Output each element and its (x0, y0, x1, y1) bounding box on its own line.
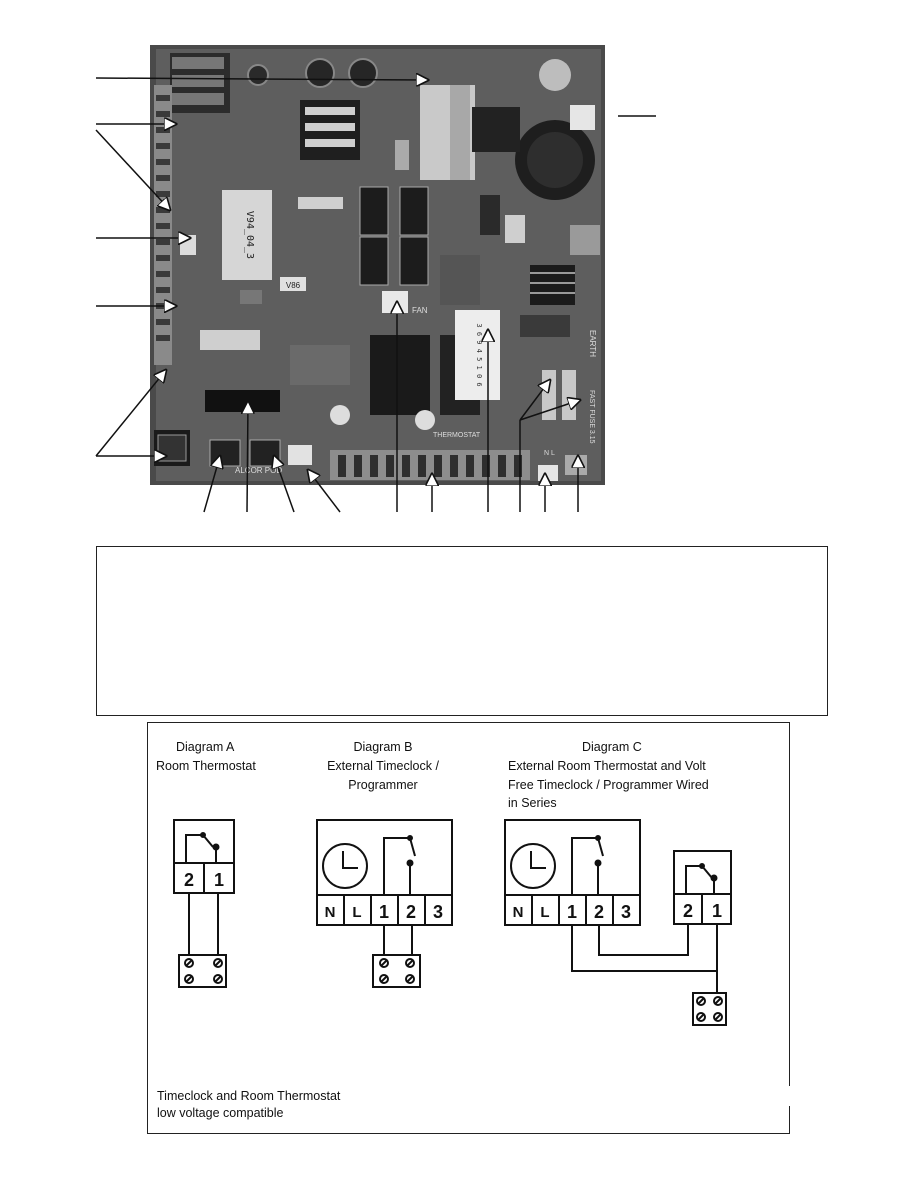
footnote-line1: Timeclock and Room Thermostat (157, 1089, 341, 1103)
diagram-a-thermostat (173, 819, 235, 894)
callout-arrow (203, 456, 220, 513)
callout-arrow (274, 456, 295, 513)
diagram-c-title: Diagram C (582, 740, 642, 754)
diagram-b-terminal-3: 3 (433, 902, 443, 922)
diagram-c-terminal-l: L (540, 904, 549, 921)
component-code: V86 (286, 281, 301, 290)
wiring-diagrams-panel: Diagram A Room Thermostat Diagram B Exte… (147, 722, 790, 1134)
footnote-line2: low voltage compatible (157, 1106, 284, 1120)
diagram-a-terminal-2: 2 (184, 870, 194, 890)
diagram-b-terminal-2: 2 (406, 902, 416, 922)
diagram-a-title: Diagram A (176, 740, 235, 754)
callout-arrow (95, 370, 166, 457)
wiring-drawing: 2 1 N L 1 2 3 N L 1 2 3 2 1 (173, 819, 732, 1026)
thermostat-label: THERMOSTAT (433, 432, 481, 439)
panel-notch (785, 1086, 795, 1106)
diagram-b-subtitle-line2: Programmer (348, 778, 418, 792)
diagram-c-terminal-2: 2 (594, 902, 604, 922)
diagram-c-subtitle-line3: in Series (508, 796, 557, 810)
diagram-b-terminal-block (372, 954, 421, 988)
diagram-b-subtitle-line1: External Timeclock / (327, 759, 439, 773)
alcor-pod-label: ALCOR POD (235, 466, 282, 475)
fan-label: FAN (412, 306, 428, 315)
callout-arrow (519, 380, 550, 421)
diagram-c-subtitle-line2: Free Timeclock / Programmer Wired (508, 778, 709, 792)
diagram-c-terminal-1: 1 (567, 902, 577, 922)
fuse-label: FAST FUSE 3.15 (588, 390, 595, 444)
callout-arrow (519, 400, 580, 421)
callout-arrow (95, 78, 428, 80)
diagram-a-subtitle: Room Thermostat (156, 759, 256, 773)
callout-arrow (308, 470, 341, 513)
diagram-c-terminal-3: 3 (621, 902, 631, 922)
earth-label: EARTH (588, 330, 597, 357)
notes-box (96, 546, 828, 716)
diagram-b-terminal-n: N (325, 904, 336, 921)
nl-label: N L (544, 450, 555, 457)
diagram-b-terminal-l: L (352, 904, 361, 921)
diagram-c-thermostat-terminal-1: 1 (712, 901, 722, 921)
diagram-b-terminal-1: 1 (379, 902, 389, 922)
sticker-text: 3 6 9 4 5 1 0 6 (475, 323, 483, 386)
callout-arrow (95, 129, 170, 210)
diagram-c-subtitle-line1: External Room Thermostat and Volt (508, 759, 706, 773)
diagram-b-title: Diagram B (353, 740, 413, 754)
diagram-c-thermostat-terminal-2: 2 (683, 901, 693, 921)
diagram-c-thermostat (673, 850, 732, 925)
chip-label: V94_04_3 (244, 211, 255, 259)
pcb-photo: V94_04_3 V86 FAN 3 6 9 4 5 1 0 6 EARTH F… (150, 45, 605, 485)
diagram-c-terminal-block (692, 992, 727, 1026)
diagram-a-terminal-1: 1 (214, 870, 224, 890)
callout-arrows (95, 0, 656, 513)
diagram-c-terminal-n: N (513, 904, 524, 921)
diagram-a-terminal-block (178, 954, 227, 988)
callout-arrow (247, 402, 248, 513)
